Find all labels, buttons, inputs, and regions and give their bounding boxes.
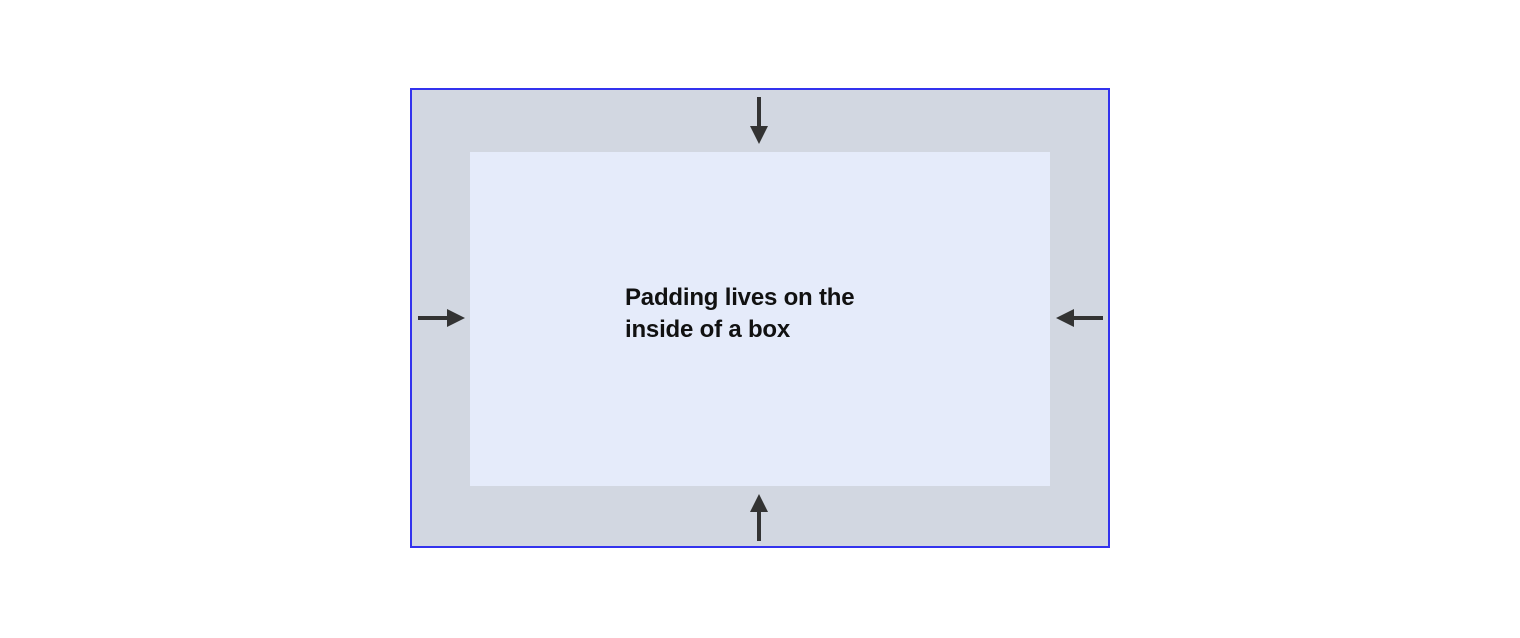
padding-left-arrow-icon xyxy=(414,296,470,340)
padding-right-arrow-icon xyxy=(1051,296,1107,340)
content-area-box xyxy=(470,152,1050,486)
padding-bottom-arrow-icon xyxy=(737,490,781,546)
padding-top-arrow-icon xyxy=(737,92,781,148)
page-title: Padding lives on the inside of a box xyxy=(625,284,855,343)
